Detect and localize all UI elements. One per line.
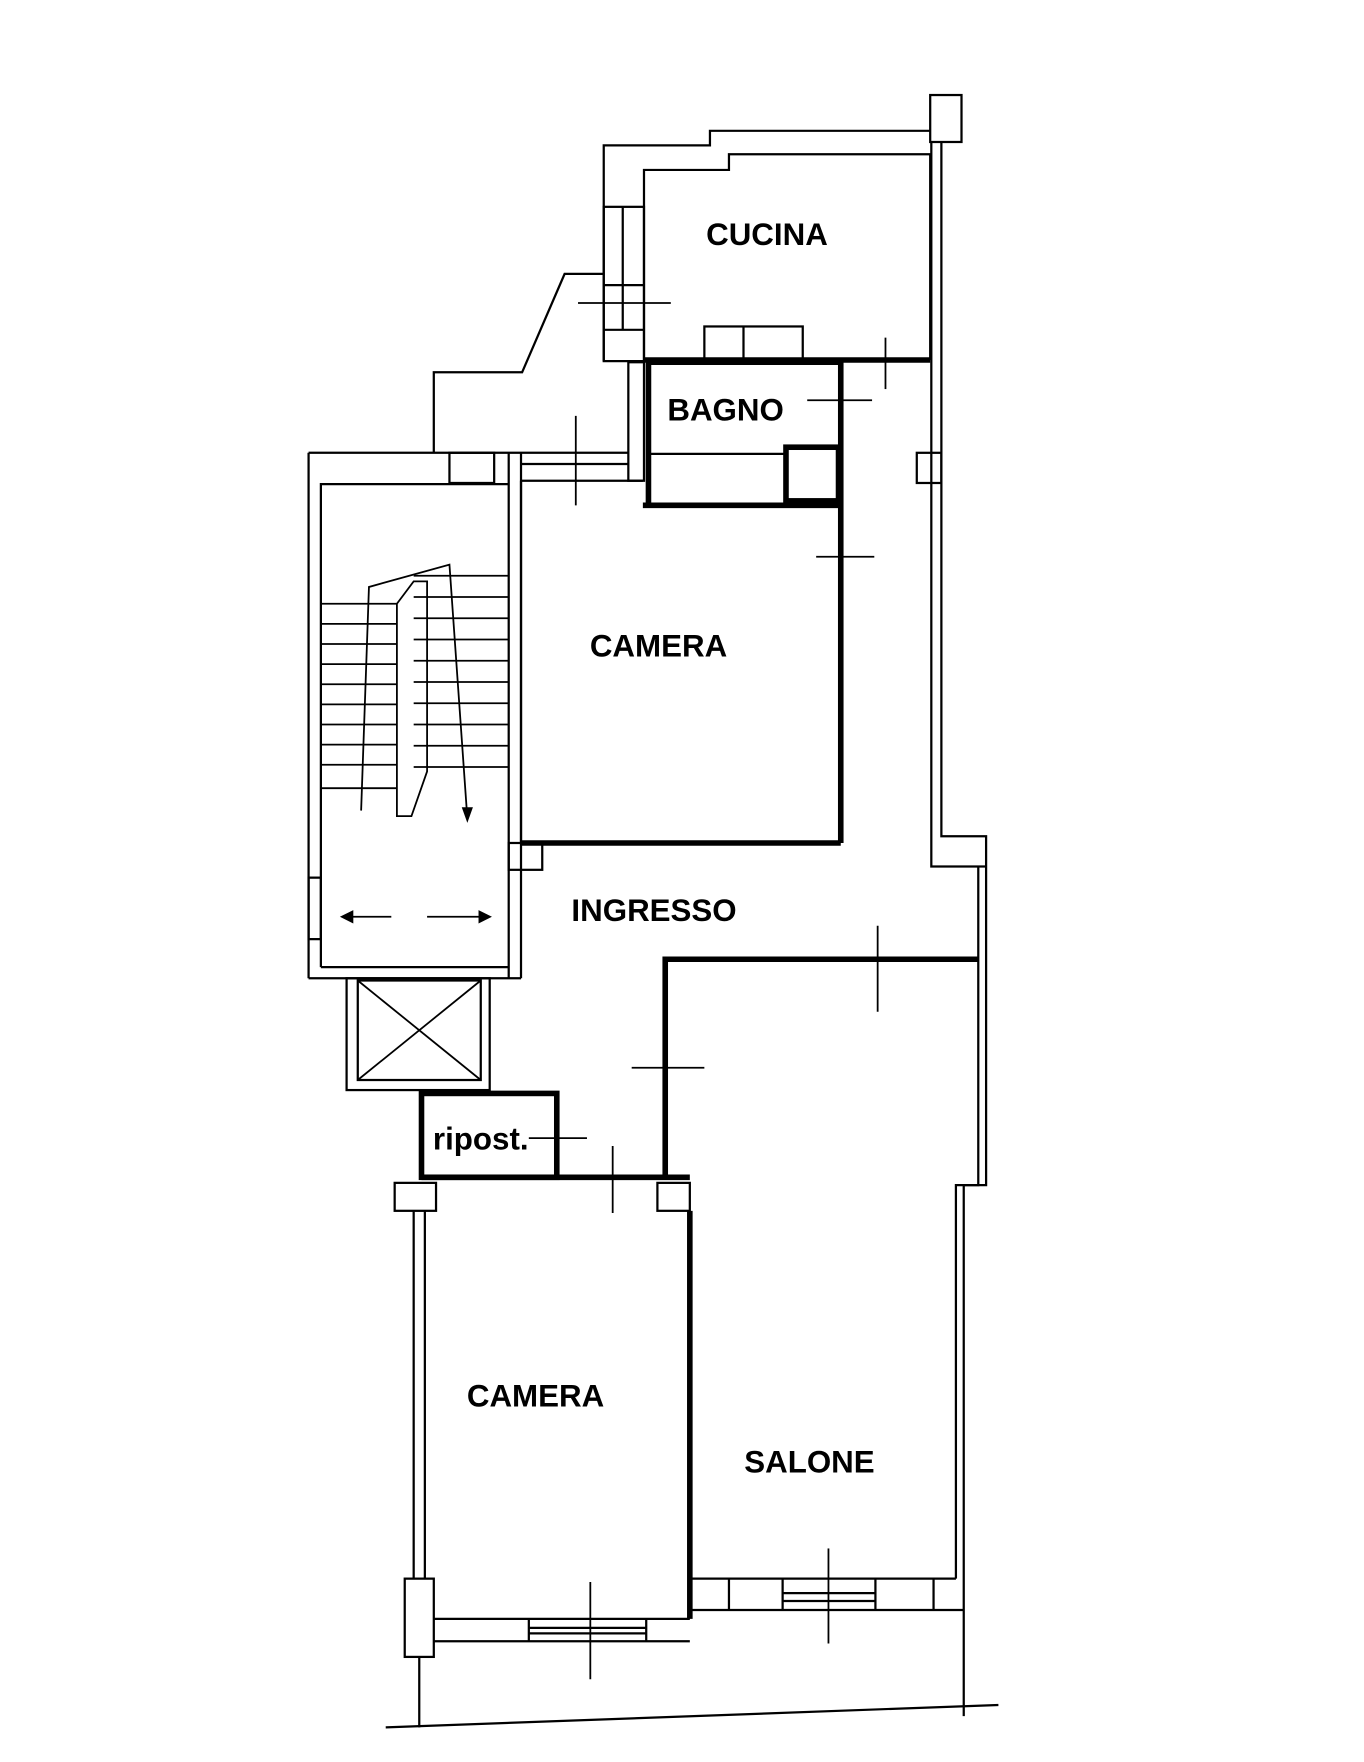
label-ingresso: INGRESSO [571, 893, 736, 928]
stair-direction-arrow [360, 563, 469, 819]
bathroom-walls [627, 359, 844, 843]
door-marks [528, 302, 887, 1680]
stair-treads [320, 574, 509, 790]
chimney-column [929, 93, 963, 144]
kitchen-counter [703, 325, 804, 362]
landing-arrows [339, 910, 492, 924]
label-cucina: CUCINA [706, 217, 828, 252]
bedroom-2-walls [393, 1181, 691, 1659]
outer-walls [385, 93, 999, 1729]
room-labels: CUCINA BAGNO CAMERA INGRESSO ripost. CAM… [433, 217, 875, 1480]
label-camera-2: CAMERA [467, 1378, 604, 1413]
label-ripostiglio: ripost. [433, 1121, 529, 1156]
label-bagno: BAGNO [667, 392, 784, 427]
living-room-walls [421, 956, 979, 1619]
label-salone: SALONE [744, 1444, 874, 1479]
bedroom-1-walls [507, 480, 841, 871]
elevator-shaft [345, 977, 491, 1092]
label-camera-1: CAMERA [590, 628, 727, 663]
kitchen-window [602, 205, 646, 363]
